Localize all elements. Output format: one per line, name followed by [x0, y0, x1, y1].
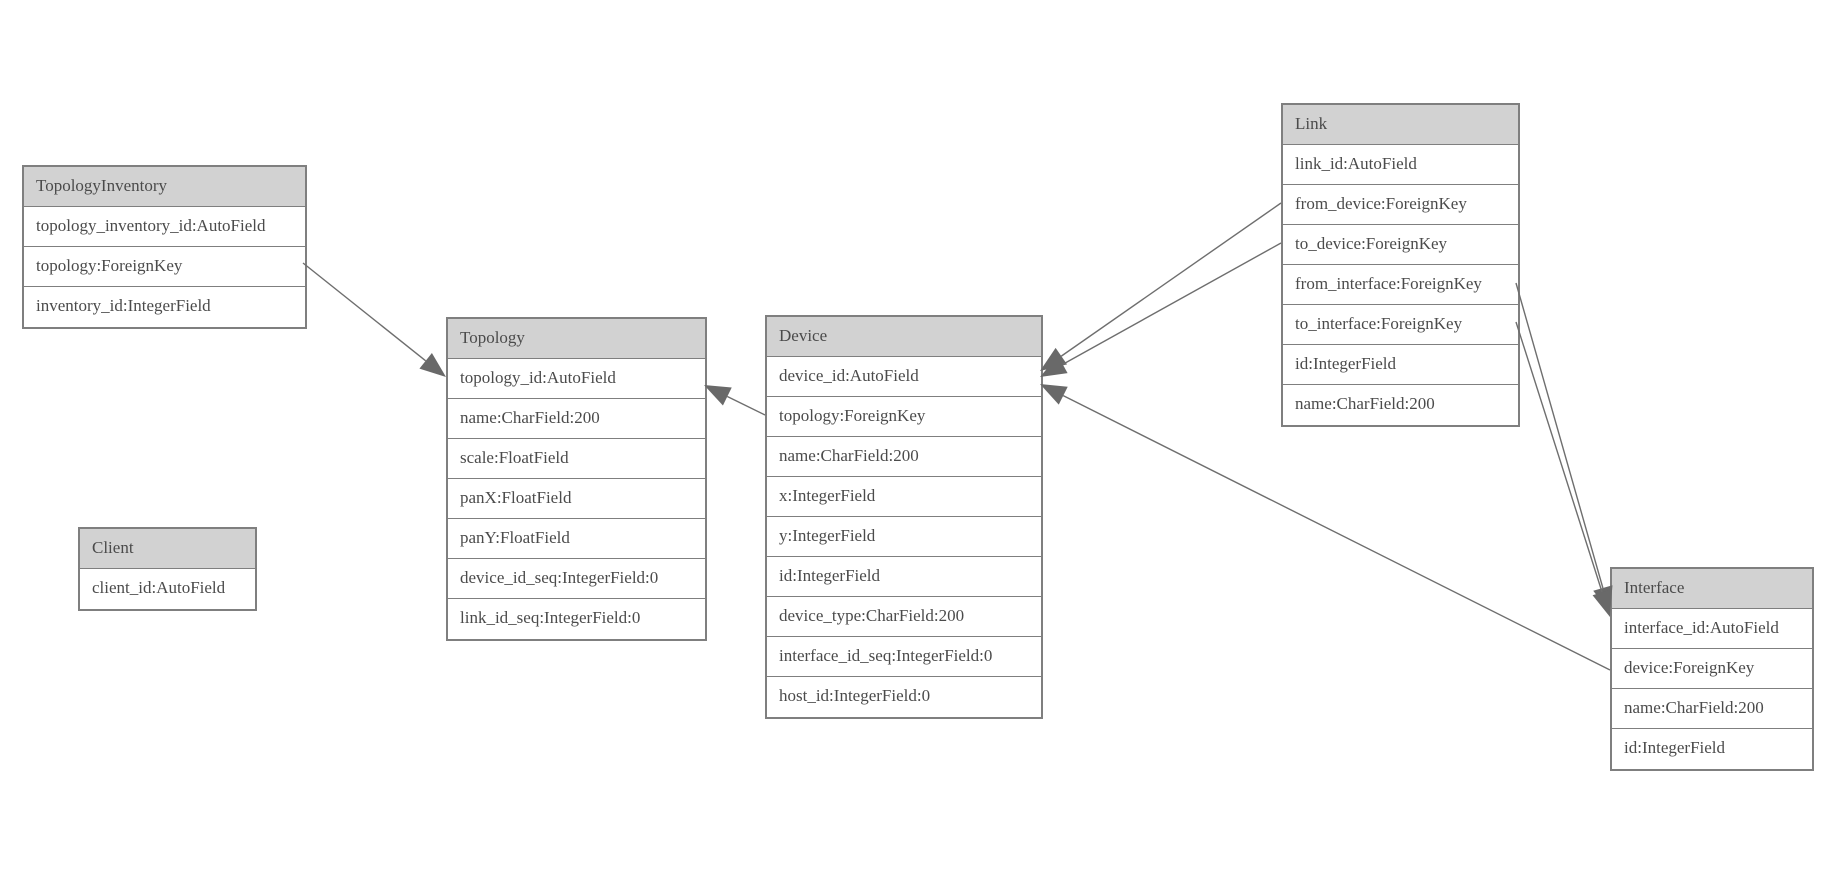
entity-field-device-id: id:IntegerField: [767, 557, 1041, 597]
entity-field-interface-name: name:CharField:200: [1612, 689, 1812, 729]
entity-field-link-to_interface: to_interface:ForeignKey: [1283, 305, 1518, 345]
entity-field-device-y: y:IntegerField: [767, 517, 1041, 557]
entity-title-link: Link: [1283, 105, 1518, 145]
entity-field-topology_inventory-inventory_id: inventory_id:IntegerField: [24, 287, 305, 327]
entity-field-topology-device_id_seq: device_id_seq:IntegerField:0: [448, 559, 705, 599]
entity-field-topology_inventory-topology_inventory_id: topology_inventory_id:AutoField: [24, 207, 305, 247]
entity-title-topology_inventory: TopologyInventory: [24, 167, 305, 207]
entity-field-topology-panX: panX:FloatField: [448, 479, 705, 519]
entity-title-interface: Interface: [1612, 569, 1812, 609]
entity-field-topology-scale: scale:FloatField: [448, 439, 705, 479]
entity-field-device-device_type: device_type:CharField:200: [767, 597, 1041, 637]
entity-field-topology_inventory-topology: topology:ForeignKey: [24, 247, 305, 287]
entity-field-interface-id: id:IntegerField: [1612, 729, 1812, 769]
entity-field-link-from_interface: from_interface:ForeignKey: [1283, 265, 1518, 305]
entity-field-topology-topology_id: topology_id:AutoField: [448, 359, 705, 399]
entity-field-interface-interface_id: interface_id:AutoField: [1612, 609, 1812, 649]
entity-title-topology: Topology: [448, 319, 705, 359]
entity-field-link-link_id: link_id:AutoField: [1283, 145, 1518, 185]
entity-title-client: Client: [80, 529, 255, 569]
entity-field-device-host_id: host_id:IntegerField:0: [767, 677, 1041, 717]
entity-title-device: Device: [767, 317, 1041, 357]
entity-field-device-x: x:IntegerField: [767, 477, 1041, 517]
entity-field-topology-panY: panY:FloatField: [448, 519, 705, 559]
entity-field-interface-device: device:ForeignKey: [1612, 649, 1812, 689]
entity-field-link-name: name:CharField:200: [1283, 385, 1518, 425]
entity-field-topology-link_id_seq: link_id_seq:IntegerField:0: [448, 599, 705, 639]
entity-field-device-device_id: device_id:AutoField: [767, 357, 1041, 397]
entity-field-topology-name: name:CharField:200: [448, 399, 705, 439]
entity-field-link-id: id:IntegerField: [1283, 345, 1518, 385]
entity-field-device-name: name:CharField:200: [767, 437, 1041, 477]
entity-field-device-interface_id_seq: interface_id_seq:IntegerField:0: [767, 637, 1041, 677]
entity-field-client-client_id: client_id:AutoField: [80, 569, 255, 609]
entity-field-device-topology: topology:ForeignKey: [767, 397, 1041, 437]
entity-field-link-from_device: from_device:ForeignKey: [1283, 185, 1518, 225]
entity-field-link-to_device: to_device:ForeignKey: [1283, 225, 1518, 265]
